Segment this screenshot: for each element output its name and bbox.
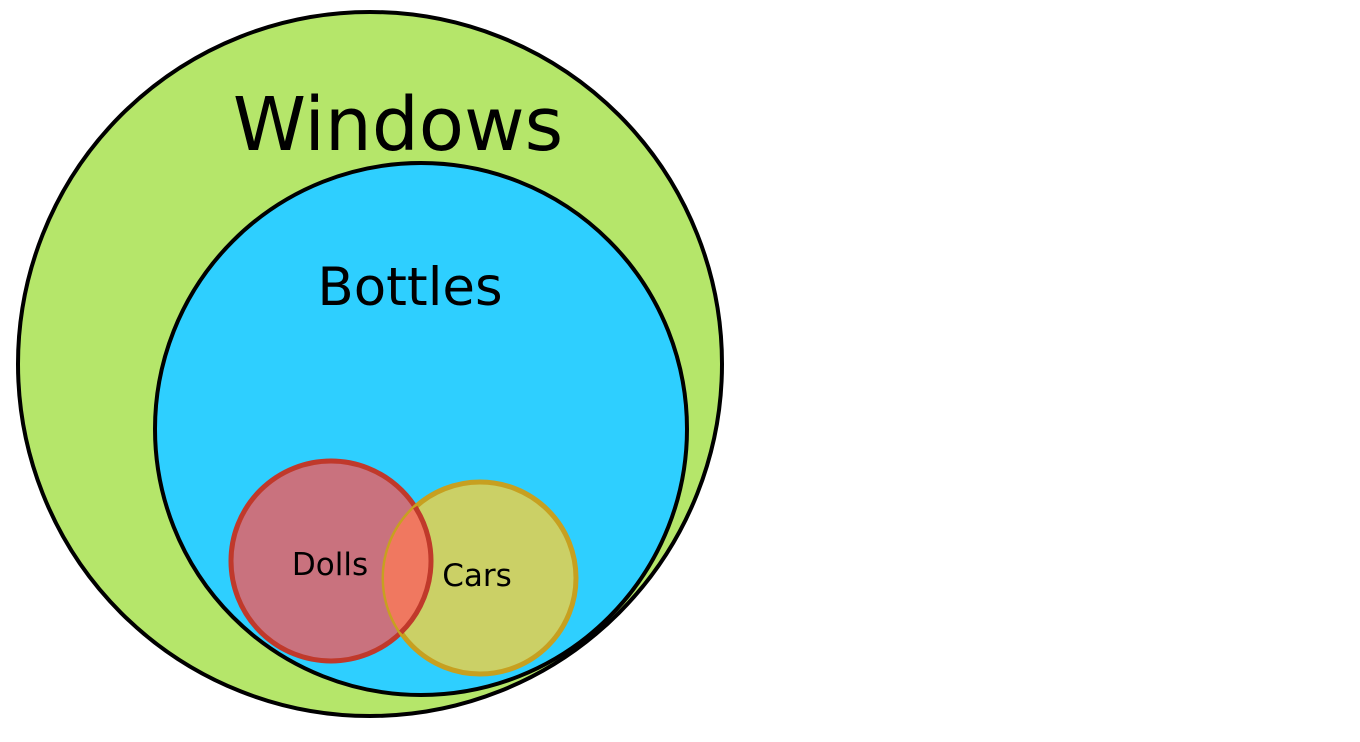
dolls-arc-stroke: [399, 505, 434, 635]
windows-label: Windows: [233, 82, 563, 168]
bottles-label: Bottles: [317, 257, 502, 318]
dolls-label: Dolls: [292, 547, 368, 583]
cars-label: Cars: [442, 558, 512, 594]
